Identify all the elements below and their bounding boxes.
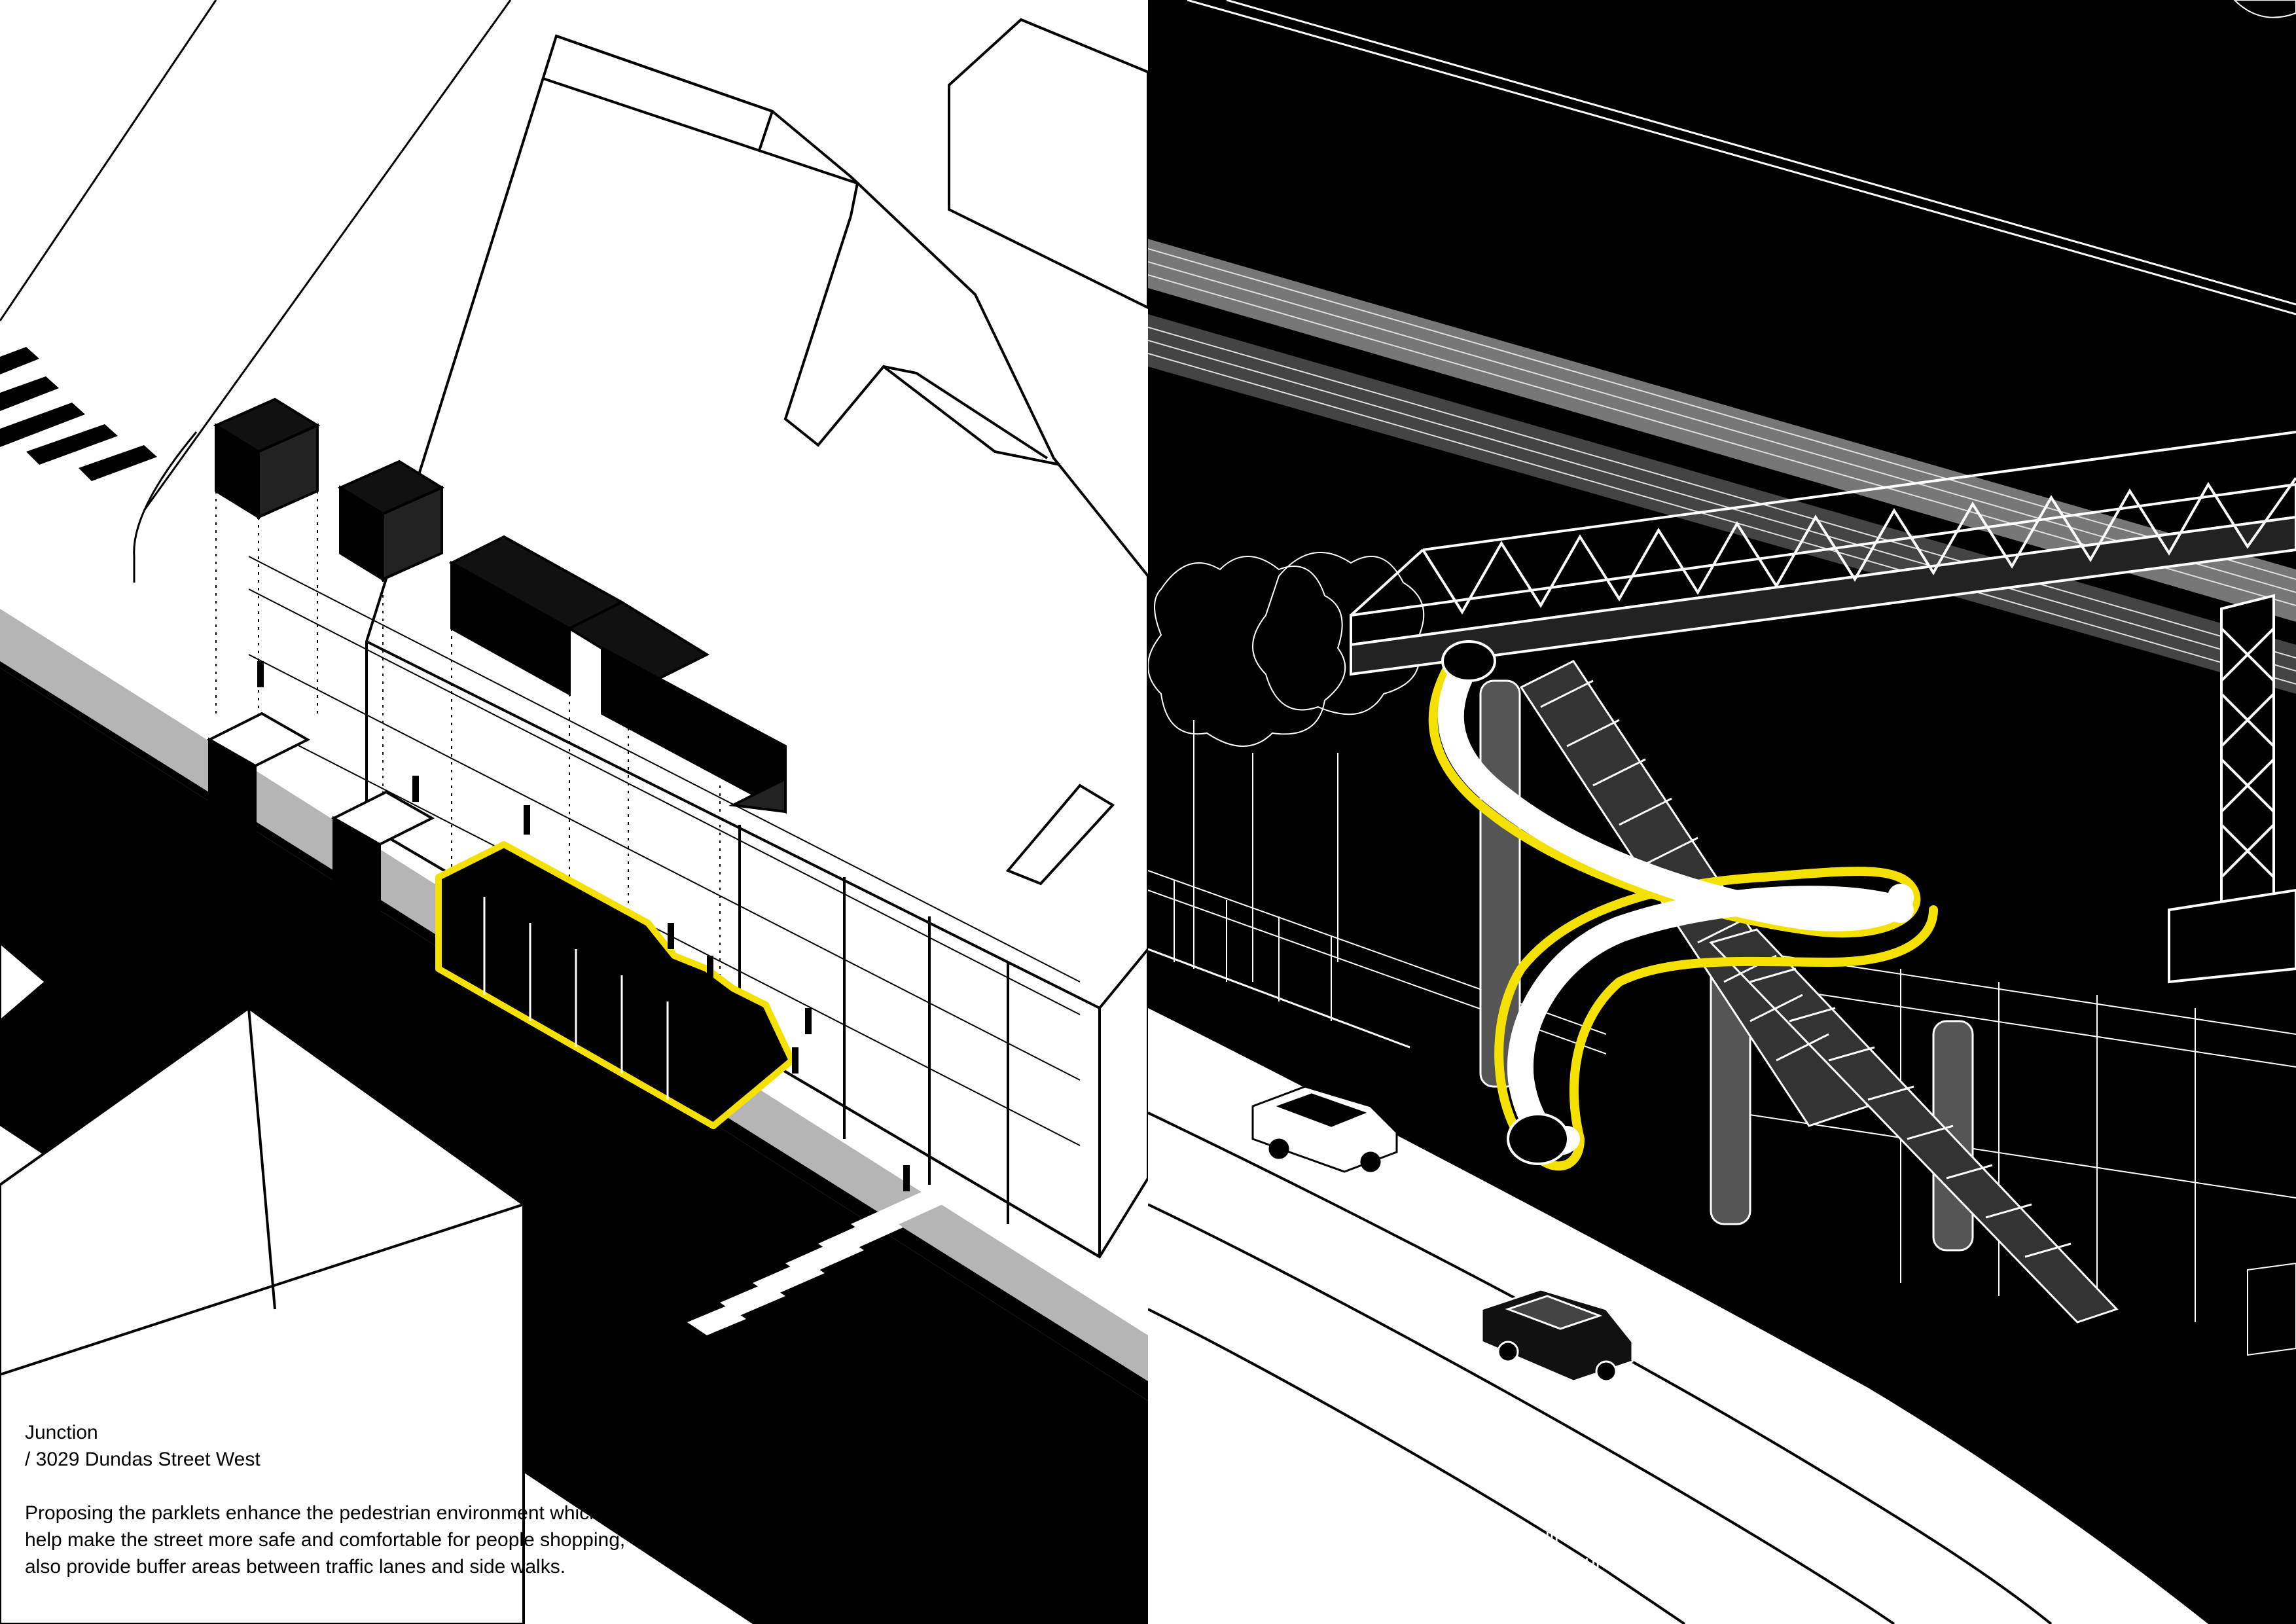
truss-bridge	[1350, 431, 2296, 676]
left-caption-title: Junction	[25, 1422, 98, 1443]
rail-deck-upper	[1148, 239, 2296, 694]
road	[0, 668, 1148, 1624]
right-drawing	[1148, 0, 2296, 1624]
parklet-modules-ground	[206, 712, 435, 912]
building-mass	[365, 34, 1148, 1259]
spiral-slide	[1428, 640, 1938, 1171]
left-caption-description: Proposing the parklets enhance the pedes…	[25, 1502, 637, 1578]
crosswalk-upper-left	[0, 347, 157, 481]
right-caption-address: / 2489 Dundas Street West	[1174, 1471, 1410, 1492]
car-lower	[1480, 1288, 1634, 1382]
left-caption: Junction / 3029 Dundas Street West Propo…	[25, 1419, 640, 1580]
building-top-right	[948, 18, 1148, 310]
left-drawing	[0, 0, 1148, 1624]
right-panel-bridge-slide-axonometric: Junction Wallace Emerson / 2489 Dundas S…	[1148, 0, 2296, 1624]
block-outlines-upper	[0, 0, 512, 583]
top-rail-lines	[1187, 0, 2296, 316]
parklet-modules-exploded	[213, 397, 787, 814]
right-caption-description: Unattractive bridge will be brought back…	[1174, 1525, 1660, 1573]
building-lower-left	[0, 941, 525, 1624]
crosswalk-bottom	[733, 1532, 884, 1624]
left-panel-parklet-axonometric: Junction / 3029 Dundas Street West Propo…	[0, 0, 1148, 1624]
road	[1148, 948, 2296, 1624]
highlighted-parklet	[435, 841, 795, 1129]
bridge-tower	[2168, 594, 2296, 984]
pedestrian-figures	[257, 661, 910, 1191]
left-caption-address: / 3029 Dundas Street West	[25, 1449, 260, 1470]
right-caption: Junction Wallace Emerson / 2489 Dundas S…	[1174, 1441, 1672, 1576]
car-upper	[1251, 1085, 1398, 1173]
crosswalk-lower	[687, 1191, 942, 1335]
right-caption-title: Junction Wallace Emerson	[1174, 1444, 1407, 1466]
transit-wall	[1736, 948, 2296, 1356]
